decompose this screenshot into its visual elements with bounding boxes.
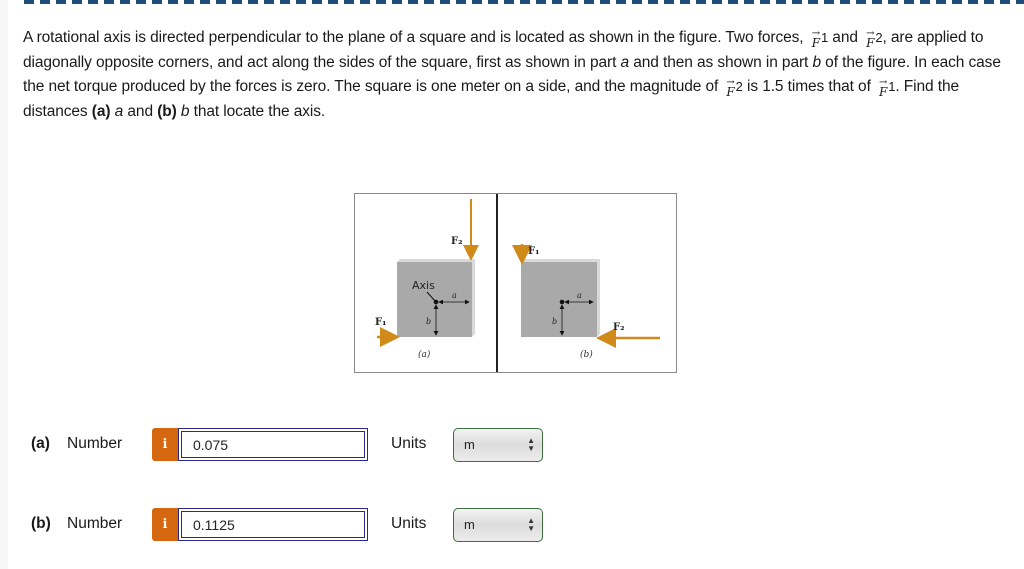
axis-point (559, 299, 565, 305)
svg-text:a: a (577, 291, 582, 300)
svg-text:b: b (426, 317, 431, 326)
units-label: Units (391, 435, 427, 452)
question-segment: A rotational axis is directed perpendicu… (23, 29, 808, 46)
svg-text:F₂: F₂ (451, 236, 462, 247)
number-label: Number (67, 515, 123, 532)
units-select-a[interactable]: m ▲▼ (453, 428, 543, 462)
left-margin-strip (0, 0, 8, 569)
info-icon[interactable]: i (152, 428, 178, 461)
svg-text:F₁: F₁ (375, 317, 386, 328)
svg-text:F₂: F₂ (613, 322, 624, 333)
question-text: A rotational axis is directed perpendicu… (23, 28, 1001, 120)
info-icon[interactable]: i (152, 508, 178, 541)
force-vector-f1: →F (811, 28, 820, 50)
selected-unit: m (464, 437, 475, 452)
top-dashed-border (24, 0, 1024, 4)
answer-row-b: (b) Number i Units m ▲▼ (0, 507, 560, 543)
axis-point (433, 299, 439, 305)
force-vector-f1: →F (879, 77, 888, 99)
part-label: (b) (31, 515, 51, 532)
svg-text:Axis: Axis (412, 279, 435, 292)
select-arrows-icon: ▲▼ (527, 436, 535, 453)
select-arrows-icon: ▲▼ (527, 516, 535, 533)
units-select-b[interactable]: m ▲▼ (453, 508, 543, 542)
torque-figure: F₂ F₁ Axis a b (a) F₁ F₂ a b (b) (354, 193, 677, 373)
units-label: Units (391, 515, 427, 532)
part-label: (a) (31, 435, 50, 452)
number-label: Number (67, 435, 123, 452)
force-vector-f2: →F (866, 28, 875, 50)
number-input-a[interactable] (178, 428, 368, 461)
svg-text:b: b (552, 317, 557, 326)
svg-text:a: a (452, 291, 457, 300)
svg-text:(b): (b) (580, 349, 593, 360)
number-input-b[interactable] (178, 508, 368, 541)
svg-text:F₁: F₁ (528, 246, 539, 257)
svg-text:(a): (a) (418, 349, 431, 360)
answer-row-a: (a) Number i Units m ▲▼ (0, 427, 560, 463)
panel-b: F₁ F₂ a b (b) (512, 244, 660, 360)
force-vector-f2: →F (726, 77, 735, 99)
panel-a: F₂ F₁ Axis a b (a) (375, 199, 479, 360)
selected-unit: m (464, 517, 475, 532)
